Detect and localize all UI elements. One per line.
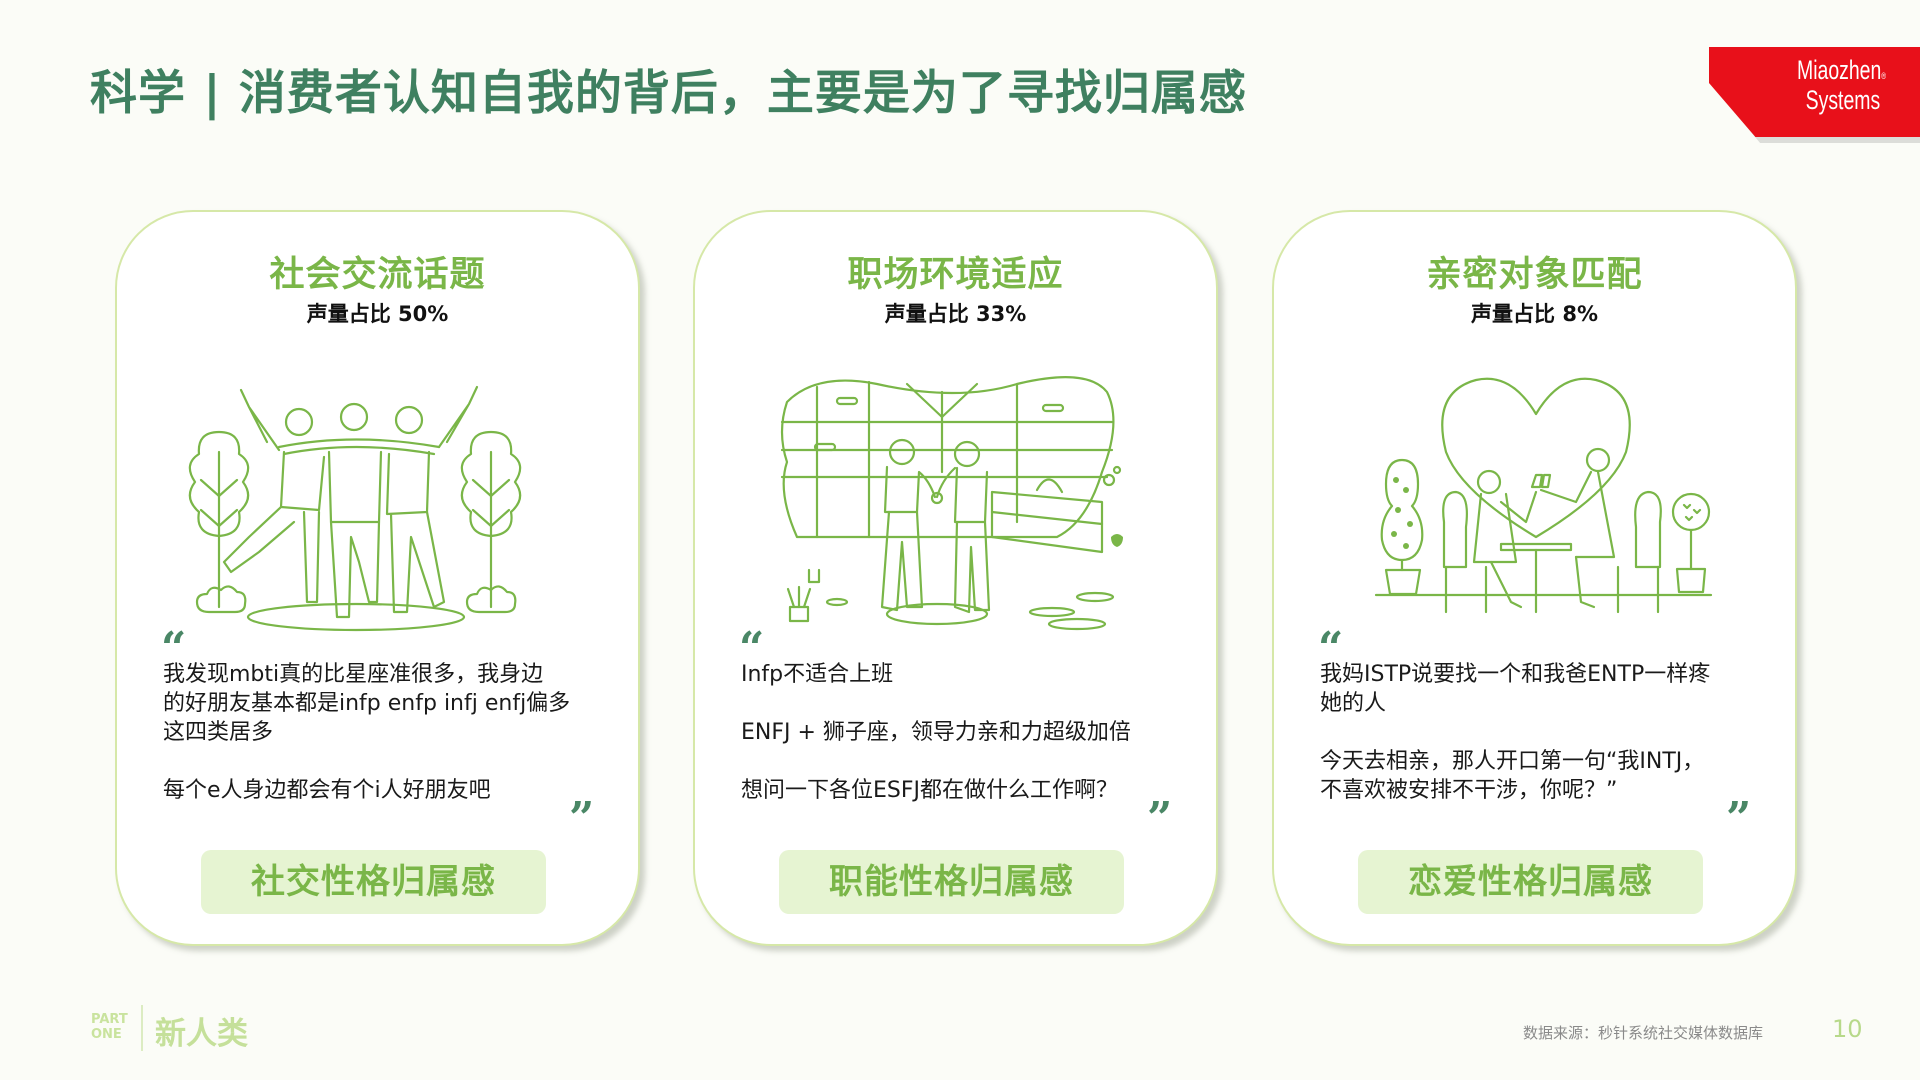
footer-divider [141, 1005, 143, 1051]
quote-line: ENFJ + 狮子座，领导力亲和力超级加倍 [741, 720, 1131, 745]
quote-text: 我妈ISTP说要找一个和我爸ENTP一样疼 她的人 今天去相亲，那人开口第一句“… [1320, 660, 1760, 805]
quote-line: 我妈ISTP说要找一个和我爸ENTP一样疼 [1320, 662, 1711, 687]
quote-line-spacer [741, 689, 1181, 718]
page-number: 10 [1832, 1015, 1863, 1043]
quote-text: 我发现mbti真的比星座准很多，我身边 的好朋友基本都是infp enfp in… [163, 660, 603, 805]
logo-line1: Miaozhen [1797, 55, 1882, 85]
quote-text: Infp不适合上班 ENFJ + 狮子座，领导力亲和力超级加倍 想问一下各位ES… [741, 660, 1181, 805]
part-label-line1: PART [91, 1012, 128, 1027]
belonging-tag: 社交性格归属感 [201, 850, 546, 914]
card-title: 职场环境适应 [847, 255, 1064, 295]
quote-line-spacer [741, 747, 1181, 776]
card-title: 社会交流话题 [269, 255, 486, 295]
share-label: 声量占比 50% [306, 302, 449, 326]
quote-line: 每个e人身边都会有个i人好朋友吧 [163, 778, 491, 803]
card-social-topic: 社会交流话题 声量占比 50% “ 我发现mbti真的比 [115, 210, 640, 946]
quote-line: 这四类居多 [163, 720, 274, 745]
part-label: PART ONE [91, 1012, 128, 1042]
share-label: 声量占比 8% [1471, 302, 1598, 326]
open-quote-icon: “ [1318, 623, 1344, 674]
quote-line: 我发现mbti真的比星座准很多，我身边 [163, 662, 544, 687]
quote-line: 的好朋友基本都是infp enfp infj enfj偏多 [163, 691, 571, 716]
office-handshake-illustration [780, 376, 1123, 631]
belonging-tag: 恋爱性格归属感 [1358, 850, 1703, 914]
logo-text: Miaozhen® Systems [1797, 55, 1886, 115]
page-title: 科学 | 消费者认知自我的背后，主要是为了寻找归属感 [90, 66, 1247, 121]
section-name: 新人类 [155, 1016, 248, 1052]
quote-line-spacer [1320, 718, 1760, 747]
quote-line: 想问一下各位ESFJ都在做什么工作啊？ [741, 778, 1119, 803]
part-label-line2: ONE [91, 1027, 122, 1042]
close-quote-icon: ” [1147, 793, 1173, 844]
open-quote-icon: “ [739, 623, 765, 674]
belonging-tag: 职能性格归属感 [779, 850, 1124, 914]
card-title: 亲密对象匹配 [1426, 255, 1643, 295]
share-label: 声量占比 33% [884, 302, 1027, 326]
card-workplace-adaptation: 职场环境适应 声量占比 33% [693, 210, 1218, 946]
quote-line: 不喜欢被安排不干涉，你呢？” [1320, 778, 1618, 803]
couple-date-illustration [1374, 377, 1713, 614]
logo-line2: Systems [1805, 85, 1881, 115]
close-quote-icon: ” [569, 793, 595, 844]
miaozhen-logo: Miaozhen® Systems [1709, 47, 1920, 137]
quote-line: Infp不适合上班 [741, 662, 894, 687]
registered-mark: ® [1881, 71, 1887, 81]
quote-line-spacer [163, 747, 603, 776]
quote-line: 今天去相亲，那人开口第一句“我INTJ， [1320, 749, 1705, 774]
card-intimate-matching: 亲密对象匹配 声量占比 8% [1272, 210, 1797, 946]
close-quote-icon: ” [1726, 793, 1752, 844]
data-source: 数据来源：秒针系统社交媒体数据库 [1523, 1024, 1764, 1042]
open-quote-icon: “ [161, 623, 187, 674]
quote-line: 她的人 [1320, 691, 1387, 716]
friends-hugging-illustration [188, 385, 522, 632]
